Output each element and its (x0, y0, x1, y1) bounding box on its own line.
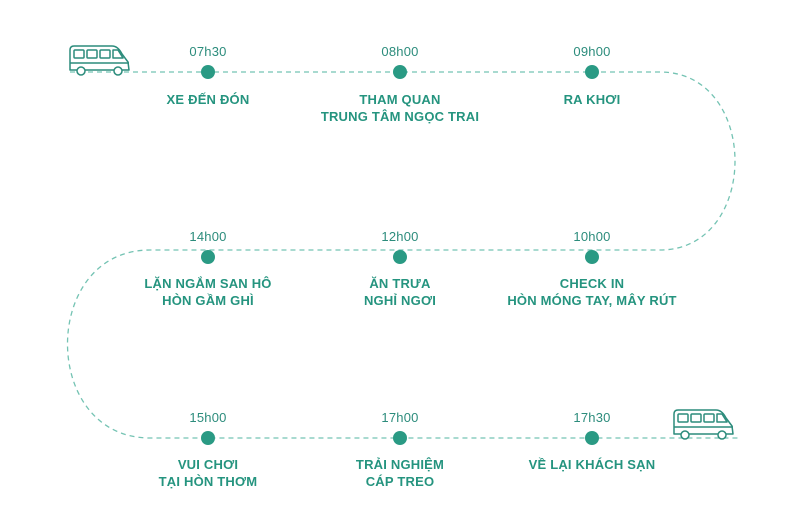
stop-dot-2 (393, 65, 407, 79)
stop-dot-4 (201, 250, 215, 264)
van-icon (673, 409, 734, 440)
van-icon (69, 45, 130, 76)
stop-dot-6 (585, 250, 599, 264)
stop-time: 12h00 (381, 229, 419, 244)
stop-dot-7 (201, 431, 215, 445)
stop-label: XE ĐẾN ĐÓN (166, 92, 250, 107)
stop-time: 09h00 (573, 44, 611, 59)
stop-dot-3 (585, 65, 599, 79)
stop-time: 10h00 (573, 229, 611, 244)
stop-label: VỀ LẠI KHÁCH SẠN (528, 457, 656, 472)
stop-label: ĂN TRƯA NGHỈ NGƠI (363, 276, 437, 308)
stop-label: CHECK IN HÒN MÓNG TAY, MÂY RÚT (507, 276, 677, 308)
stop-time: 17h00 (381, 410, 419, 425)
stop-label: TRẢI NGHIỆM CÁP TREO (355, 457, 445, 489)
stop-dot-9 (585, 431, 599, 445)
stop-time: 14h00 (189, 229, 227, 244)
stop-dot-5 (393, 250, 407, 264)
stop-label: RA KHƠI (563, 92, 621, 107)
stop-dot-8 (393, 431, 407, 445)
stop-time: 07h30 (189, 44, 227, 59)
stop-dot-1 (201, 65, 215, 79)
stop-label: LẶN NGẮM SAN HÔ HÒN GẦM GHÌ (144, 276, 272, 308)
route-line (67, 71, 738, 439)
stop-label: VUI CHƠI TẠI HÒN THƠM (158, 457, 258, 489)
stop-time: 08h00 (381, 44, 419, 59)
stop-label: THAM QUAN TRUNG TÂM NGỌC TRAI (320, 92, 480, 124)
stop-time: 17h30 (573, 410, 611, 425)
stop-time: 15h00 (189, 410, 227, 425)
